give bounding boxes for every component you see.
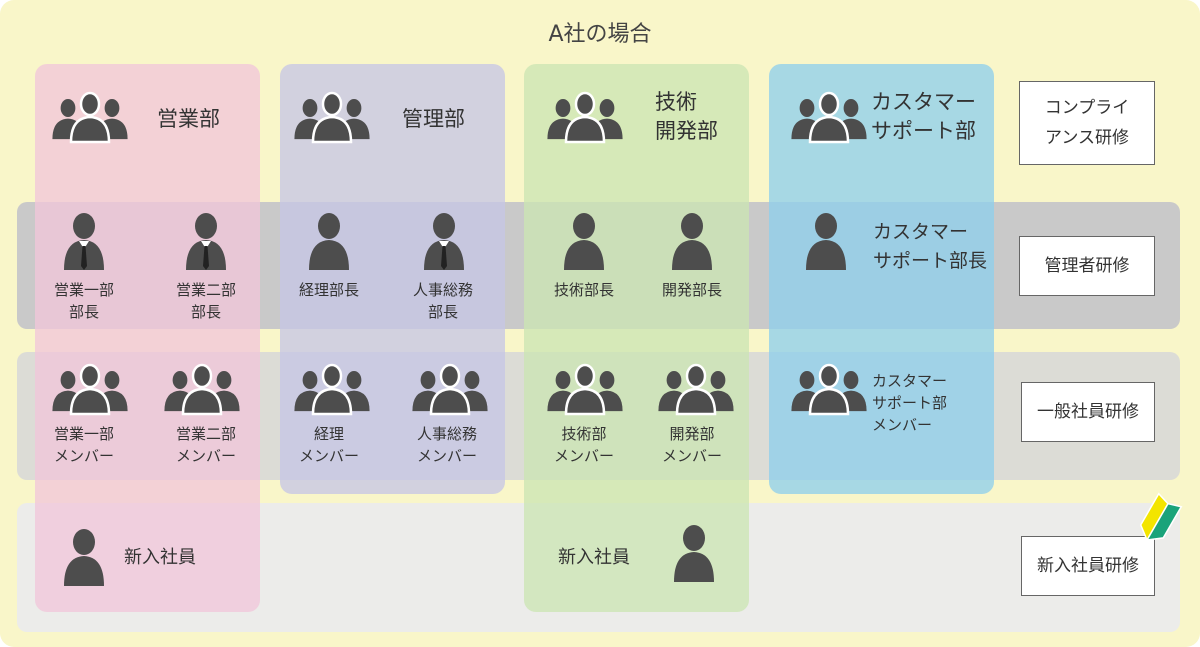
manager-label-tech2: 開発部長 <box>661 281 722 299</box>
training-box-manager: 管理者研修 <box>1019 236 1155 296</box>
group-icon <box>660 364 732 416</box>
group-icon <box>166 364 238 416</box>
group-icon <box>793 92 865 144</box>
dept-label-sales: 営業部 <box>157 107 220 131</box>
member-label-customer: カスタマーサポート部メンバー <box>872 372 948 434</box>
person-icon <box>674 525 714 582</box>
person-icon <box>309 213 349 270</box>
manager-label-tech1: 技術部長 <box>553 281 614 299</box>
manager-icon <box>64 213 104 270</box>
beginner-mark-icon <box>1139 492 1183 542</box>
member-label-admin2: 人事総務メンバー <box>416 425 477 465</box>
group-icon <box>296 364 368 416</box>
dept-label-tech: 技術 開発部 <box>655 90 718 143</box>
training-box-general: 一般社員研修 <box>1021 382 1155 442</box>
dept-label-admin: 管理部 <box>402 107 465 131</box>
group-icon <box>414 364 486 416</box>
new-employee-label-sales: 新入社員 <box>124 547 196 568</box>
manager-label-admin2: 人事総務部長 <box>412 281 473 321</box>
manager-label-admin1: 経理部長 <box>298 281 359 299</box>
group-icon <box>549 364 621 416</box>
person-icon <box>806 213 846 270</box>
person-icon <box>564 213 604 270</box>
group-icon <box>296 92 368 144</box>
manager-label-sales2: 営業二部部長 <box>175 281 236 321</box>
dept-label-customer: カスタマー サポート部 <box>871 90 976 143</box>
manager-icon <box>424 213 464 270</box>
manager-icon <box>186 213 226 270</box>
member-label-sales1: 営業一部メンバー <box>53 425 114 465</box>
new-employee-label-tech: 新入社員 <box>558 547 630 568</box>
column-sales <box>35 64 260 612</box>
person-icon <box>672 213 712 270</box>
member-label-tech2: 開発部メンバー <box>661 425 722 465</box>
manager-label-sales1: 営業一部部長 <box>53 281 114 321</box>
training-box-new: 新入社員研修 <box>1021 536 1155 596</box>
member-label-sales2: 営業二部メンバー <box>175 425 236 465</box>
group-icon <box>549 92 621 144</box>
manager-label-customer: カスタマー サポート部長 <box>873 221 988 272</box>
person-icon <box>64 529 104 586</box>
diagram-title: A社の場合 <box>548 22 652 47</box>
training-box-compliance: コンプライアンス研修 <box>1019 81 1155 165</box>
member-label-admin1: 経理メンバー <box>298 425 359 465</box>
column-tech <box>524 64 749 612</box>
group-icon <box>54 92 126 144</box>
group-icon <box>793 364 865 416</box>
group-icon <box>54 364 126 416</box>
member-label-tech1: 技術部メンバー <box>553 425 614 465</box>
